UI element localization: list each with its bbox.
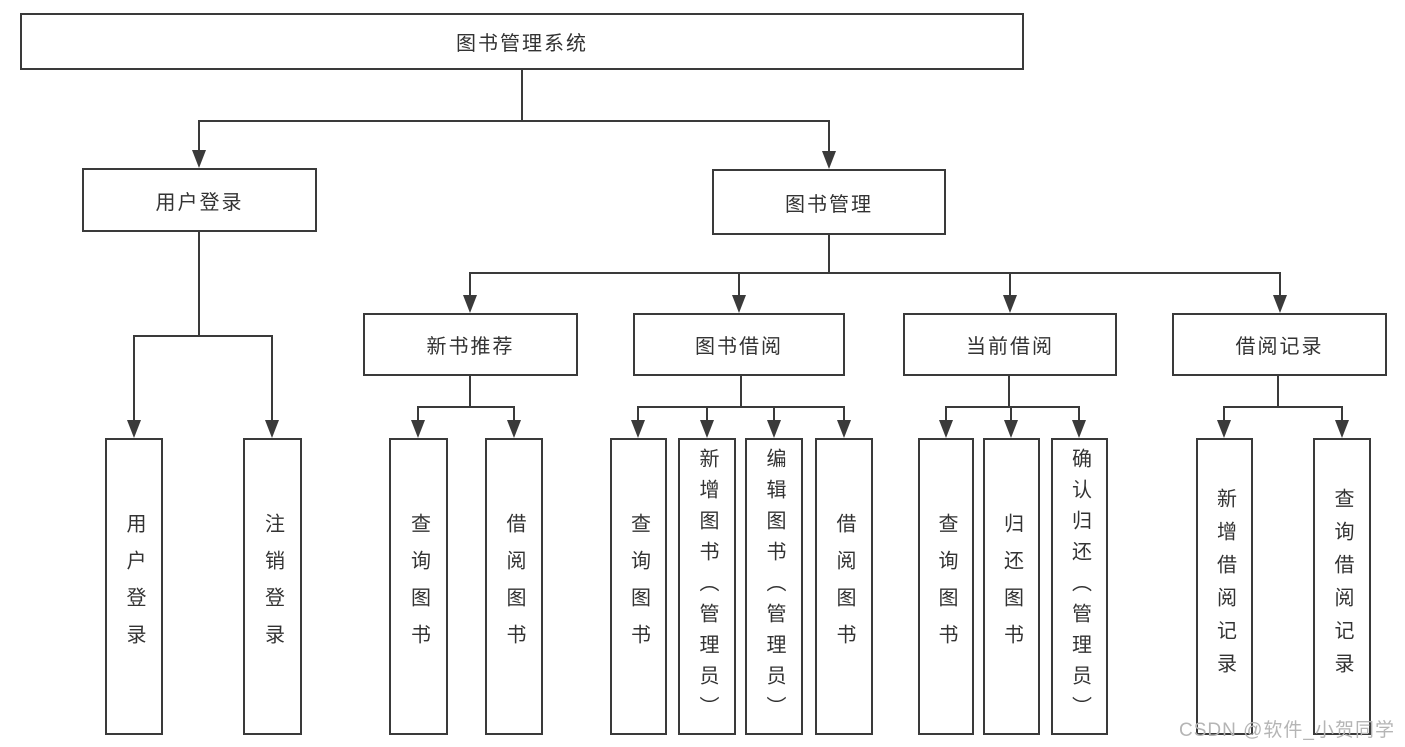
- leaf-cb-confirm-return-admin: 确认归还（管理员）: [1051, 438, 1108, 735]
- leaf-label: 编辑图书（管理员）: [763, 448, 785, 727]
- leaf-label: 借阅图书: [833, 512, 855, 661]
- edge-bookmgmt-stem: [828, 235, 830, 272]
- edge-borrowrecords-stem: [1277, 376, 1279, 406]
- leaf-label: 新增图书（管理员）: [696, 448, 718, 727]
- leaf-cb-return-books: 归还图书: [983, 438, 1040, 735]
- arrowhead-bb-add: [700, 420, 714, 438]
- edge-newbooks-stem: [469, 376, 471, 406]
- edge-bookborrow-drop-3: [773, 406, 775, 422]
- edge-userlogin-drop-1: [133, 335, 135, 422]
- edge-bookborrow-drop-1: [637, 406, 639, 422]
- arrowhead-cb-return: [1004, 420, 1018, 438]
- leaf-label: 新增借阅记录: [1213, 487, 1236, 686]
- leaf-label: 借阅图书: [503, 512, 525, 661]
- leaf-cb-query-books: 查询图书: [918, 438, 974, 735]
- edge-bookmgmt-drop-1: [469, 272, 471, 297]
- leaf-nb-borrow-books: 借阅图书: [485, 438, 543, 735]
- edge-borrowrecords-branch: [1223, 406, 1343, 408]
- arrowhead-nb-borrow: [507, 420, 521, 438]
- leaf-label: 确认归还（管理员）: [1068, 448, 1091, 727]
- arrowhead-book-borrow: [732, 295, 746, 313]
- leaf-br-add-record: 新增借阅记录: [1196, 438, 1253, 735]
- edge-newbooks-drop-2: [513, 406, 515, 422]
- edge-newbooks-branch: [417, 406, 515, 408]
- arrowhead-bb-borrow: [837, 420, 851, 438]
- edge-currentborrow-stem: [1008, 376, 1010, 407]
- leaf-br-query-record: 查询借阅记录: [1313, 438, 1371, 735]
- edge-bookmgmt-drop-3: [1009, 272, 1011, 297]
- leaf-bb-query-books: 查询图书: [610, 438, 667, 735]
- edge-currentborrow-drop-3: [1078, 406, 1080, 422]
- edge-userlogin-stem: [198, 232, 200, 335]
- edge-bookborrow-stem: [740, 376, 742, 406]
- edge-currentborrow-drop-2: [1010, 406, 1012, 422]
- leaf-bb-edit-books-admin: 编辑图书（管理员）: [745, 438, 803, 735]
- leaf-label: 查询图书: [935, 512, 957, 661]
- edge-bookmgmt-branch: [469, 272, 1281, 274]
- edge-root-stem: [521, 70, 523, 120]
- arrowhead-bb-query: [631, 420, 645, 438]
- edge-bookmgmt-drop-4: [1279, 272, 1281, 297]
- leaf-user-login: 用户登录: [105, 438, 163, 735]
- leaf-label: 注销登录: [261, 512, 284, 661]
- edge-newbooks-drop-1: [417, 406, 419, 422]
- arrowhead-current-borrow: [1003, 295, 1017, 313]
- edge-currentborrow-branch: [945, 406, 1080, 408]
- arrowhead-leaf-login: [127, 420, 141, 438]
- edge-borrowrecords-drop-1: [1223, 406, 1225, 422]
- node-borrow-records: 借阅记录: [1172, 313, 1387, 376]
- edge-bookborrow-drop-4: [843, 406, 845, 422]
- leaf-label: 查询图书: [627, 512, 650, 661]
- arrowhead-nb-query: [411, 420, 425, 438]
- edge-userlogin-drop-2: [271, 335, 273, 422]
- arrowhead-new-books: [463, 295, 477, 313]
- leaf-label: 用户登录: [123, 512, 145, 661]
- arrowhead-cb-confirm: [1072, 420, 1086, 438]
- leaf-logout: 注销登录: [243, 438, 302, 735]
- edge-bookmgmt-drop-2: [738, 272, 740, 297]
- arrowhead-bb-edit: [767, 420, 781, 438]
- leaf-label: 查询借阅记录: [1331, 487, 1353, 686]
- node-book-mgmt: 图书管理: [712, 169, 946, 235]
- edge-borrowrecords-drop-2: [1341, 406, 1343, 422]
- arrowhead-book-mgmt: [822, 151, 836, 169]
- edge-userlogin-branch: [133, 335, 273, 337]
- edge-currentborrow-drop-1: [945, 406, 947, 422]
- node-book-borrow: 图书借阅: [633, 313, 845, 376]
- edge-root-right-drop: [828, 120, 830, 153]
- arrowhead-borrow-records: [1273, 295, 1287, 313]
- edge-root-left-drop: [198, 120, 200, 152]
- node-current-borrow: 当前借阅: [903, 313, 1117, 376]
- edge-bookborrow-drop-2: [706, 406, 708, 422]
- leaf-bb-borrow-books: 借阅图书: [815, 438, 873, 735]
- node-new-books: 新书推荐: [363, 313, 578, 376]
- leaf-label: 归还图书: [1000, 512, 1023, 661]
- edge-root-branch: [199, 120, 830, 122]
- arrowhead-leaf-logout: [265, 420, 279, 438]
- arrowhead-cb-query: [939, 420, 953, 438]
- node-user-login: 用户登录: [82, 168, 317, 232]
- leaf-nb-query-books: 查询图书: [389, 438, 448, 735]
- arrowhead-br-query: [1335, 420, 1349, 438]
- arrowhead-br-add: [1217, 420, 1231, 438]
- node-root: 图书管理系统: [20, 13, 1024, 70]
- leaf-label: 查询图书: [407, 512, 430, 661]
- csdn-watermark: CSDN @软件_小贺同学: [1179, 720, 1395, 741]
- arrowhead-user-login: [192, 150, 206, 168]
- edge-bookborrow-branch: [637, 406, 845, 408]
- leaf-bb-add-books-admin: 新增图书（管理员）: [678, 438, 736, 735]
